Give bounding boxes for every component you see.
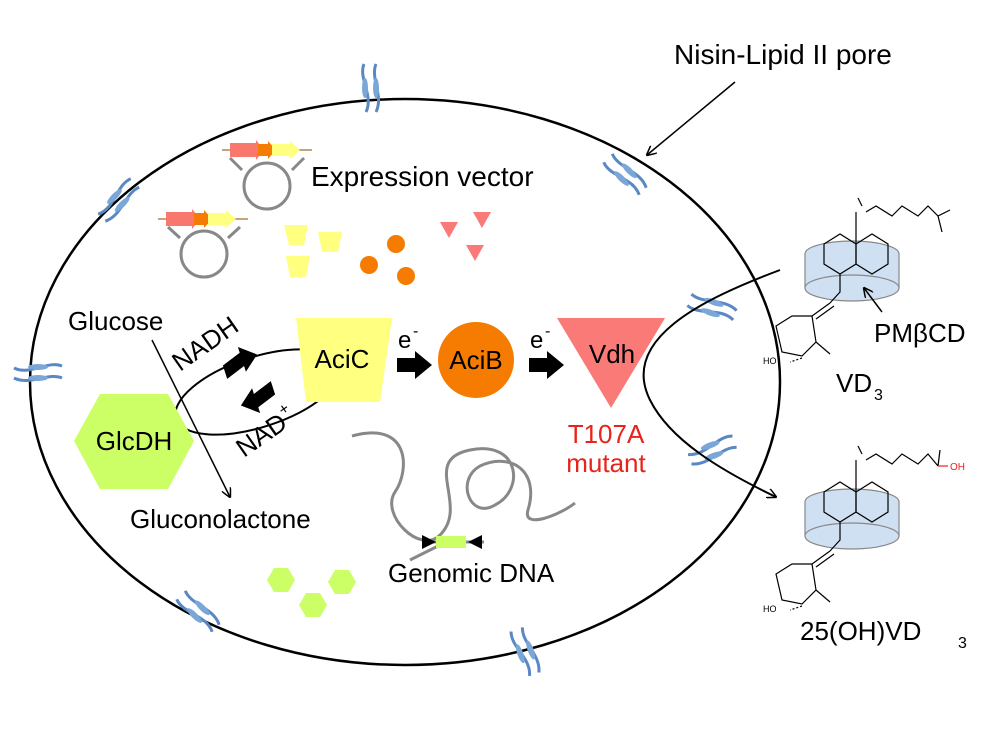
conversion-curve	[642, 269, 781, 497]
acic-protein-small	[284, 225, 308, 245]
glcdh-enzyme	[74, 394, 194, 489]
glcdh-protein-small	[267, 568, 295, 592]
acib-enzyme	[438, 322, 514, 398]
pore-top-left	[361, 63, 381, 113]
pore-bottom-mid	[509, 627, 541, 677]
nad-cycle-arrow	[240, 381, 276, 413]
acib-protein-small	[397, 267, 415, 285]
glcdh-protein-small	[328, 570, 356, 594]
vdh-protein-small	[466, 245, 484, 261]
plasmid-bottom	[158, 209, 248, 279]
acic-protein-small	[318, 232, 342, 252]
acib-label: AciB	[449, 345, 502, 375]
svg-text:HO: HO	[763, 604, 777, 614]
expression-vector-label: Expression vector	[311, 161, 534, 192]
electron-arrow-1	[397, 351, 432, 379]
vdh-enzyme	[557, 318, 665, 408]
pore-label: Nisin-Lipid II pore	[674, 39, 892, 70]
svg-text:-: -	[545, 323, 550, 340]
acib-protein-small	[360, 256, 378, 274]
genomic-dna	[351, 431, 576, 562]
pore-right-top	[602, 153, 648, 196]
vdh-label: Vdh	[589, 339, 635, 369]
product-in-cyclodextrin: OH HO	[763, 445, 965, 614]
pore-left-mid	[13, 363, 63, 383]
nadh-cycle-arrow	[222, 347, 258, 379]
genomic-dna-label: Genomic DNA	[388, 558, 555, 588]
electron-transfer-1: e -	[398, 323, 418, 354]
glcdh-label: GlcDH	[96, 426, 173, 456]
acib-protein-small	[387, 235, 405, 253]
acic-enzyme	[296, 318, 392, 402]
svg-text:3: 3	[958, 635, 967, 652]
pore-right-mid	[686, 292, 738, 322]
pore-right-lower	[687, 434, 737, 466]
svg-text:VD: VD	[836, 368, 872, 398]
electron-arrow-2	[529, 351, 564, 379]
insert-flank-left	[422, 535, 436, 549]
insert-flank-right	[468, 535, 482, 549]
vdh-protein-small	[473, 212, 491, 228]
glcdh-protein-small	[299, 593, 327, 617]
product-label: 25(OH)VD 3	[800, 616, 967, 652]
gluconolactone-label: Gluconolactone	[130, 504, 311, 534]
pore-pointer-arrow	[647, 81, 736, 155]
cell-membrane	[28, 97, 782, 667]
acic-protein-small	[286, 256, 310, 277]
svg-text:e: e	[398, 327, 411, 354]
glucose-label: Glucose	[68, 306, 163, 336]
pmbcd-pointer	[864, 288, 883, 313]
electron-transfer-2: e -	[530, 323, 550, 354]
nad-label: NAD +	[230, 400, 293, 463]
pore-left-top	[97, 177, 140, 223]
svg-text:HO: HO	[763, 356, 777, 366]
mutant-label-line2: mutant	[566, 448, 646, 478]
svg-text:e: e	[530, 327, 543, 354]
vd3-in-cyclodextrin: HO	[763, 197, 951, 366]
pore-bottom-left	[175, 590, 221, 633]
glucose-arrow	[151, 339, 230, 497]
svg-text:-: -	[413, 323, 418, 340]
vdh-protein-small	[440, 222, 458, 238]
svg-text:3: 3	[874, 387, 883, 404]
pmbcd-label: PMβCD	[874, 318, 966, 348]
acic-label: AciC	[315, 344, 370, 374]
plasmid-top	[222, 140, 312, 211]
svg-text:OH: OH	[950, 462, 965, 473]
vd3-label: VD 3	[836, 368, 883, 404]
svg-text:25(OH)VD: 25(OH)VD	[800, 616, 921, 646]
mutant-label-line1: T107A	[568, 419, 645, 449]
genomic-dna-insert	[436, 536, 466, 548]
